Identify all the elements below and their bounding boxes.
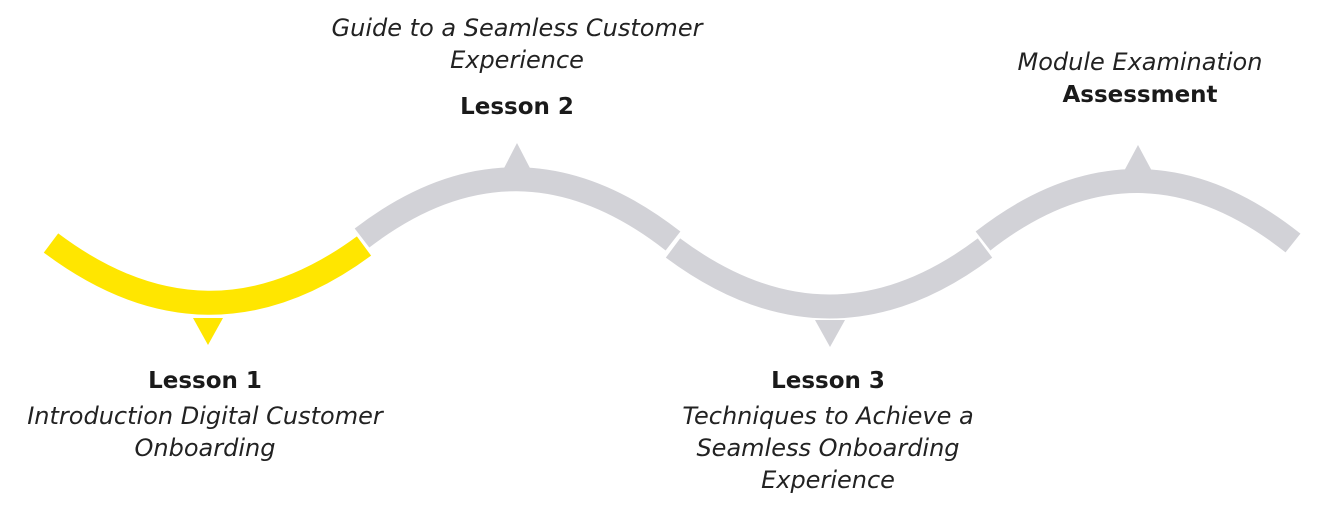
roadmap-segment-3 — [665, 238, 993, 347]
stage-3-label: Lesson 3 Techniques to Achieve a Seamles… — [660, 366, 996, 496]
stage-1-description: Introduction Digital Customer Onboarding — [27, 402, 383, 462]
stage-2-label: Guide to a Seamless Customer Experience … — [307, 12, 727, 122]
roadmap-segment-4 — [975, 145, 1301, 253]
stage-3-description: Techniques to Achieve a Seamless Onboard… — [682, 402, 974, 494]
stage-2-title: Lesson 2 — [460, 94, 574, 120]
stage-4-title: Assessment — [1062, 82, 1218, 108]
stage-1-label: Lesson 1 Introduction Digital Customer O… — [15, 366, 395, 464]
stage-4-label: Module Examination Assessment — [990, 46, 1290, 110]
stage-2-description: Guide to a Seamless Customer Experience — [331, 14, 703, 74]
roadmap-segment-1 — [43, 233, 372, 345]
stage-1-title: Lesson 1 — [148, 368, 262, 394]
stage-4-description: Module Examination — [1017, 48, 1263, 76]
roadmap-segment-2 — [354, 143, 681, 251]
stage-3-title: Lesson 3 — [771, 368, 885, 394]
